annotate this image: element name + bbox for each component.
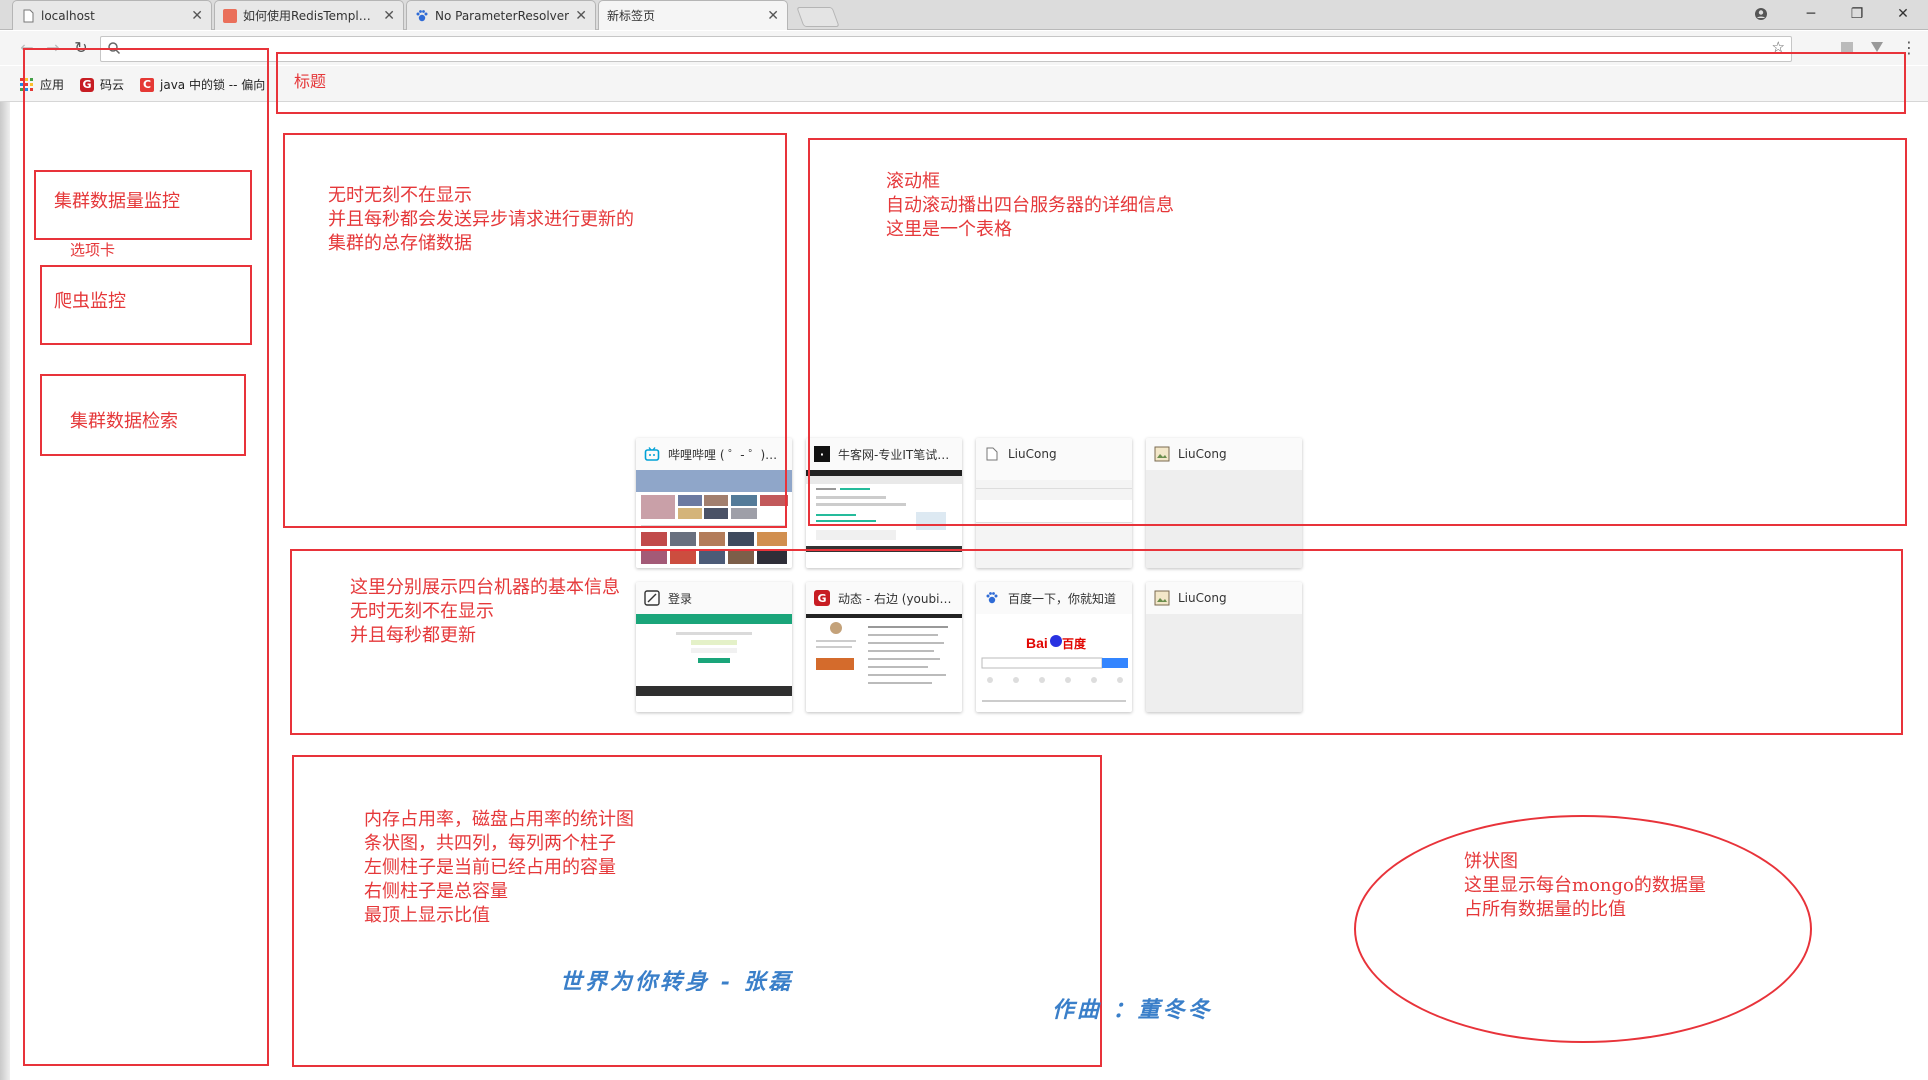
minimize-button[interactable]: ─ bbox=[1806, 6, 1816, 22]
sidebar-region bbox=[23, 48, 269, 1066]
image-icon bbox=[1154, 590, 1170, 606]
bilibili-icon bbox=[644, 446, 660, 462]
most-visited-tile[interactable]: LiuCong bbox=[1146, 438, 1302, 568]
baidu-paw-icon bbox=[415, 9, 429, 23]
most-visited-tile[interactable]: G 动态 - 右边 (youbia… bbox=[806, 582, 962, 712]
nav-tab-cluster-volume[interactable] bbox=[34, 170, 252, 240]
header-title-label: 标题 bbox=[294, 72, 327, 91]
tab-title: 如何使用RedisTemplate bbox=[243, 9, 378, 23]
csdn-icon: C bbox=[140, 77, 154, 92]
apps-grid-icon bbox=[20, 77, 34, 92]
tab-newtab[interactable]: 新标签页 ✕ bbox=[598, 0, 788, 30]
jianshu-icon bbox=[223, 8, 237, 23]
tabs-hint-label: 选项卡 bbox=[70, 241, 116, 259]
reload-button[interactable]: ↻ bbox=[74, 38, 88, 57]
storage-note: 无时无刻不在显示 并且每秒都会发送异步请求进行更新的 集群的总存储数据 bbox=[328, 185, 634, 254]
bookmark-label: 应用 bbox=[40, 78, 65, 92]
close-tab-icon[interactable]: ✕ bbox=[575, 7, 587, 24]
most-visited-tile[interactable]: LiuCong bbox=[976, 438, 1132, 568]
close-tab-icon[interactable]: ✕ bbox=[767, 7, 779, 24]
image-icon bbox=[1154, 446, 1170, 462]
star-icon[interactable]: ☆ bbox=[1771, 38, 1785, 56]
browser-toolbar: ← → ↻ ☆ ⋮ bbox=[0, 31, 1928, 65]
search-icon bbox=[107, 40, 121, 59]
tab-title: No ParameterResolver bbox=[435, 8, 570, 23]
header-region bbox=[276, 52, 1906, 114]
page-thumbnail: Bai 百度 bbox=[976, 614, 1132, 712]
close-tab-icon[interactable]: ✕ bbox=[383, 7, 395, 24]
baidu-paw-icon bbox=[984, 590, 1000, 606]
bookmark-gitee[interactable]: G 码云 bbox=[80, 76, 124, 93]
page-icon bbox=[984, 446, 1000, 462]
scroll-note: 滚动框 自动滚动播出四台服务器的详细信息 这里是一个表格 bbox=[886, 171, 1174, 240]
address-bar[interactable]: ☆ bbox=[100, 36, 1792, 62]
bookmark-label: 码云 bbox=[100, 78, 125, 92]
lyric-line-composer: 作曲 ：董冬冬 bbox=[1052, 997, 1213, 1023]
most-visited-tile[interactable]: LiuCong bbox=[1146, 582, 1302, 712]
gitee-icon: G bbox=[814, 590, 830, 606]
nav-tab-label: 爬虫监控 bbox=[54, 291, 126, 312]
profile-icon[interactable] bbox=[1740, 2, 1782, 26]
bar-chart-note: 内存占用率，磁盘占用率的统计图 条状图，共四列，每列两个柱子 左侧柱子是当前已经… bbox=[364, 809, 634, 926]
page-thumbnail bbox=[1146, 470, 1302, 568]
lyric-line-title: 世界为你转身 - 张磊 bbox=[560, 969, 794, 995]
bookmark-apps[interactable]: 应用 bbox=[20, 76, 64, 93]
new-tab-button[interactable] bbox=[796, 7, 840, 27]
nav-tab-crawler[interactable] bbox=[40, 265, 252, 345]
window-edge bbox=[0, 102, 10, 1080]
storage-total-region bbox=[283, 133, 787, 528]
close-tab-icon[interactable]: ✕ bbox=[191, 7, 203, 24]
restore-button[interactable]: ❐ bbox=[1850, 6, 1864, 22]
page-thumbnail bbox=[806, 614, 962, 712]
bookmark-label: java 中的锁 -- 偏向 bbox=[160, 78, 266, 92]
gitee-icon: G bbox=[80, 77, 94, 92]
nav-tab-label: 集群数据量监控 bbox=[54, 191, 180, 212]
page-thumbnail bbox=[806, 470, 962, 568]
pie-chart-note: 饼状图 这里显示每台mongo的数据量 占所有数据量的比值 bbox=[1464, 851, 1706, 920]
vpn-extension-icon[interactable] bbox=[1866, 37, 1888, 59]
tab-parameterresolver[interactable]: No ParameterResolver ✕ bbox=[406, 0, 596, 30]
bar-chart-region bbox=[292, 755, 1102, 1067]
forward-button[interactable]: → bbox=[46, 38, 60, 57]
machines-info-region bbox=[290, 549, 1903, 735]
most-visited-tile[interactable]: 登录 bbox=[636, 582, 792, 712]
close-window-button[interactable]: ✕ bbox=[1897, 6, 1909, 22]
nav-tab-label: 集群数据检索 bbox=[70, 411, 178, 432]
tab-title: 新标签页 bbox=[607, 9, 656, 23]
svg-text:百度: 百度 bbox=[1062, 636, 1087, 651]
nowcoder-icon: · bbox=[814, 446, 830, 462]
bookmark-csdn[interactable]: C java 中的锁 -- 偏向 bbox=[140, 76, 265, 93]
tab-redistemplate[interactable]: 如何使用RedisTemplate ✕ bbox=[214, 0, 404, 30]
tab-title: localhost bbox=[41, 8, 95, 23]
svg-text:Bai: Bai bbox=[1026, 635, 1048, 651]
page-thumbnail bbox=[636, 614, 792, 712]
page-thumbnail bbox=[976, 470, 1132, 568]
most-visited-tile[interactable]: · 牛客网-专业IT笔试… bbox=[806, 438, 962, 568]
pie-chart-region bbox=[1354, 815, 1812, 1043]
most-visited-tile[interactable]: 哔哩哔哩 ( ゜- ゜)つ… bbox=[636, 438, 792, 568]
page-icon bbox=[21, 9, 35, 23]
tab-strip: localhost ✕ 如何使用RedisTemplate ✕ No Param… bbox=[0, 0, 1928, 30]
bookmarks-bar: 应用 G 码云 C java 中的锁 -- 偏向 bbox=[0, 66, 1928, 102]
most-visited-tile[interactable]: 百度一下，你就知道 Bai 百度 bbox=[976, 582, 1132, 712]
tab-localhost[interactable]: localhost ✕ bbox=[12, 0, 212, 30]
scroll-table-region bbox=[808, 138, 1907, 526]
nav-tab-search[interactable] bbox=[40, 374, 246, 456]
page-thumbnail bbox=[1146, 614, 1302, 712]
login-icon bbox=[644, 590, 660, 606]
extension-icon[interactable] bbox=[1836, 37, 1858, 59]
machines-note: 这里分别展示四台机器的基本信息 无时无刻不在显示 并且每秒都更新 bbox=[350, 577, 620, 646]
